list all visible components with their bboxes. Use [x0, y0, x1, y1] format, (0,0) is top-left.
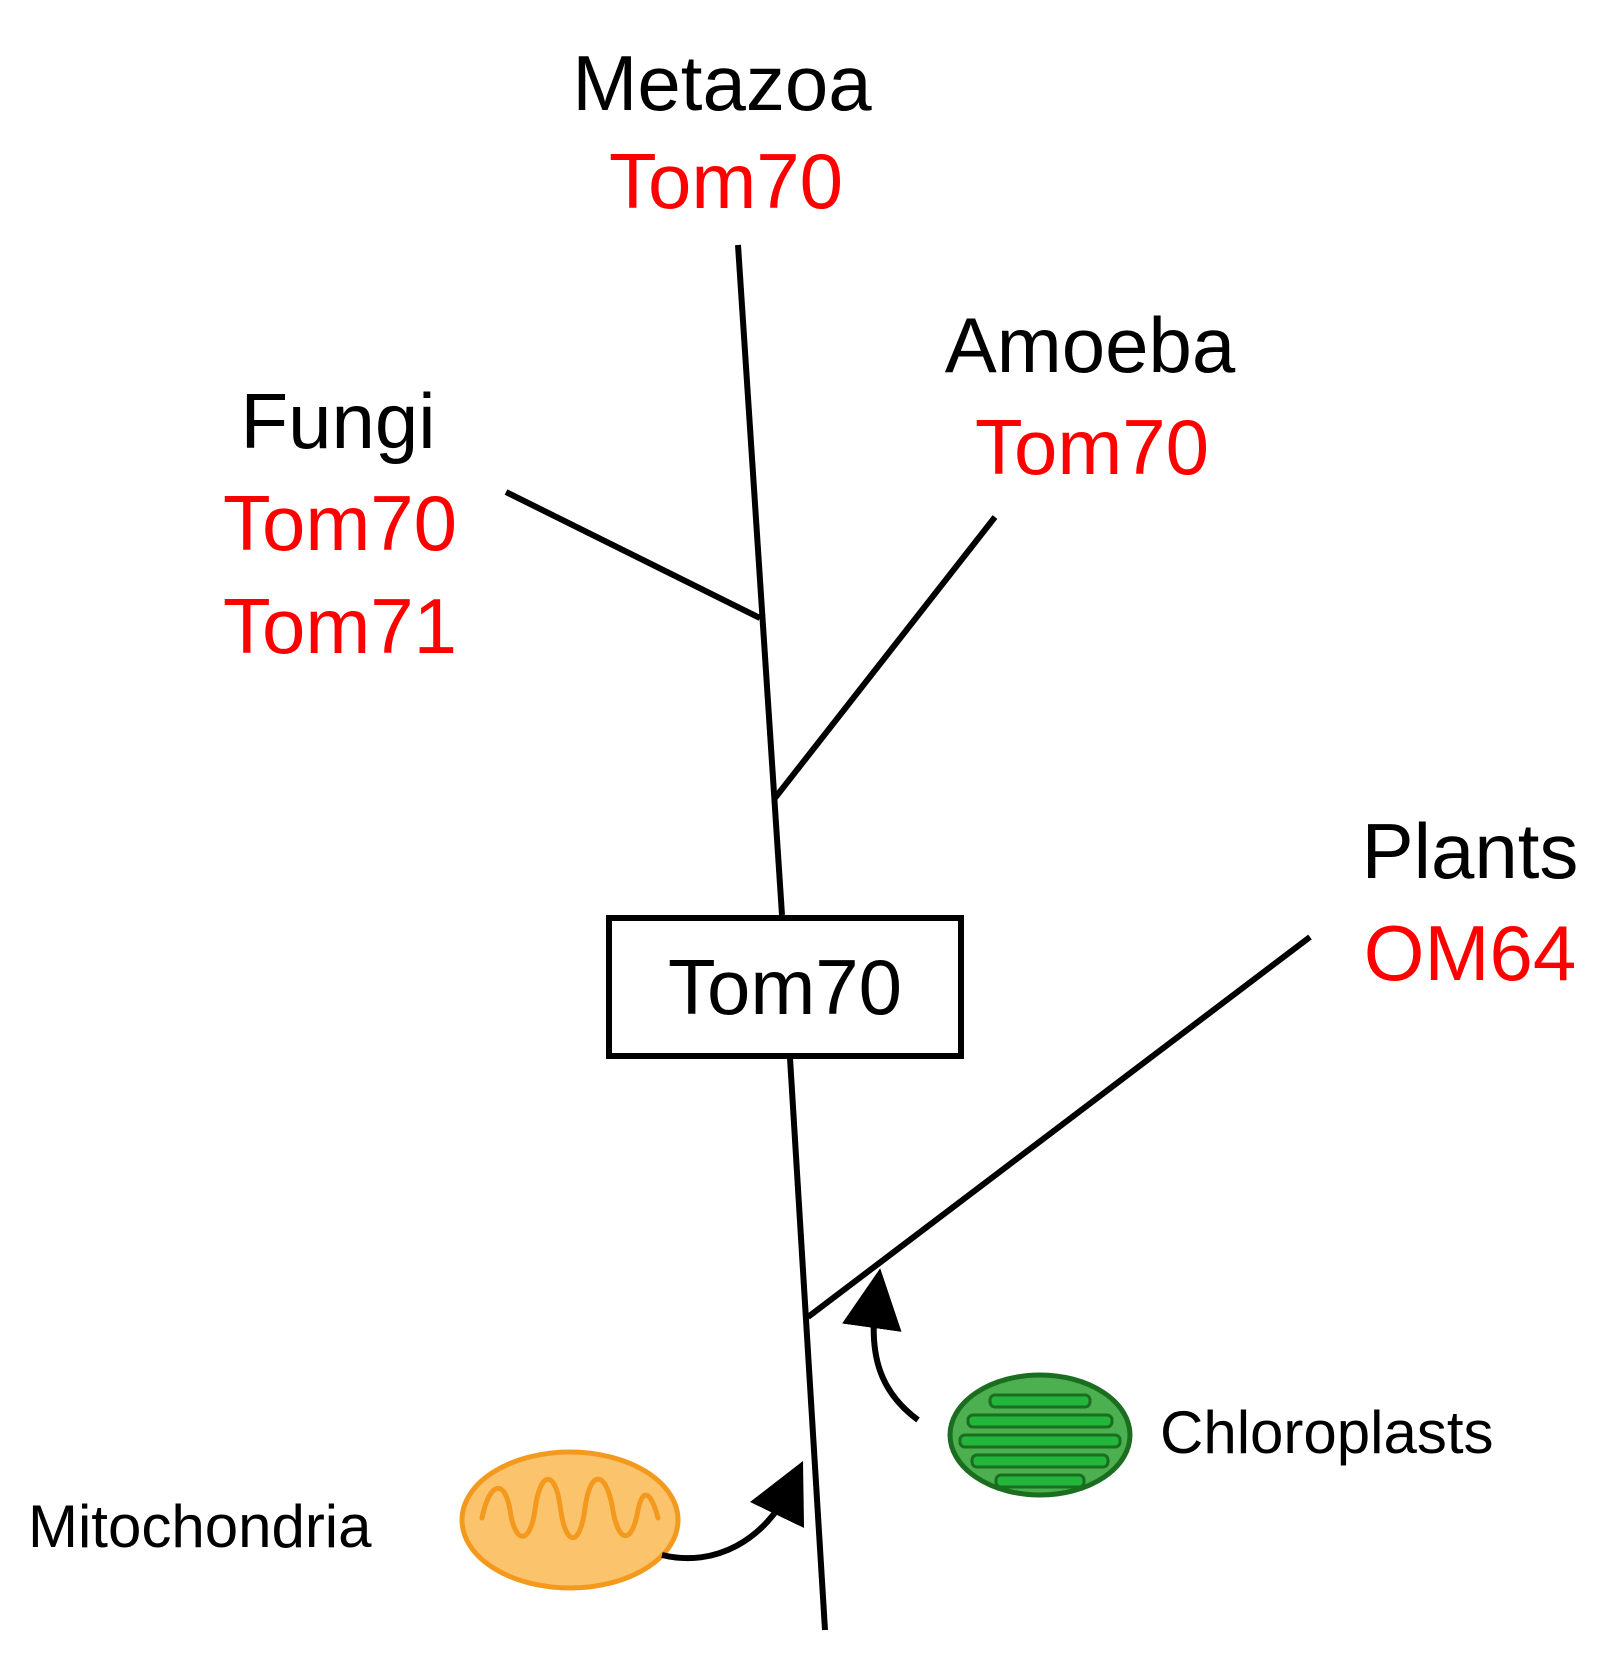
amoeba-protein-label: Tom70	[974, 403, 1210, 491]
metazoa-label: Metazoa	[572, 39, 872, 127]
branch-fungi	[504, 489, 762, 621]
trunk-upper	[735, 244, 785, 916]
ancestor-box	[606, 915, 964, 1059]
fungi-protein-label-1: Tom70	[222, 479, 458, 567]
fungi-protein-label-2: Tom71	[222, 582, 458, 670]
trunk-lower	[787, 1057, 828, 1631]
amoeba-label: Amoeba	[944, 301, 1236, 389]
chloroplast-arrow	[842, 1268, 920, 1423]
mitochondria-arrow	[661, 1460, 805, 1562]
plants-protein-label: OM64	[1363, 909, 1577, 997]
ancestor-label: Tom70	[667, 943, 903, 1031]
branch-amoeba	[772, 515, 998, 800]
chloroplast-icon	[947, 1372, 1133, 1498]
plants-label: Plants	[1361, 807, 1579, 895]
metazoa-protein-label: Tom70	[608, 137, 844, 225]
mitochondria-label: Mitochondria	[28, 1493, 372, 1560]
fungi-label: Fungi	[240, 377, 436, 465]
branch-plants	[806, 934, 1312, 1320]
chloroplasts-label: Chloroplasts	[1160, 1399, 1494, 1466]
mitochondrion-icon	[459, 1449, 681, 1591]
